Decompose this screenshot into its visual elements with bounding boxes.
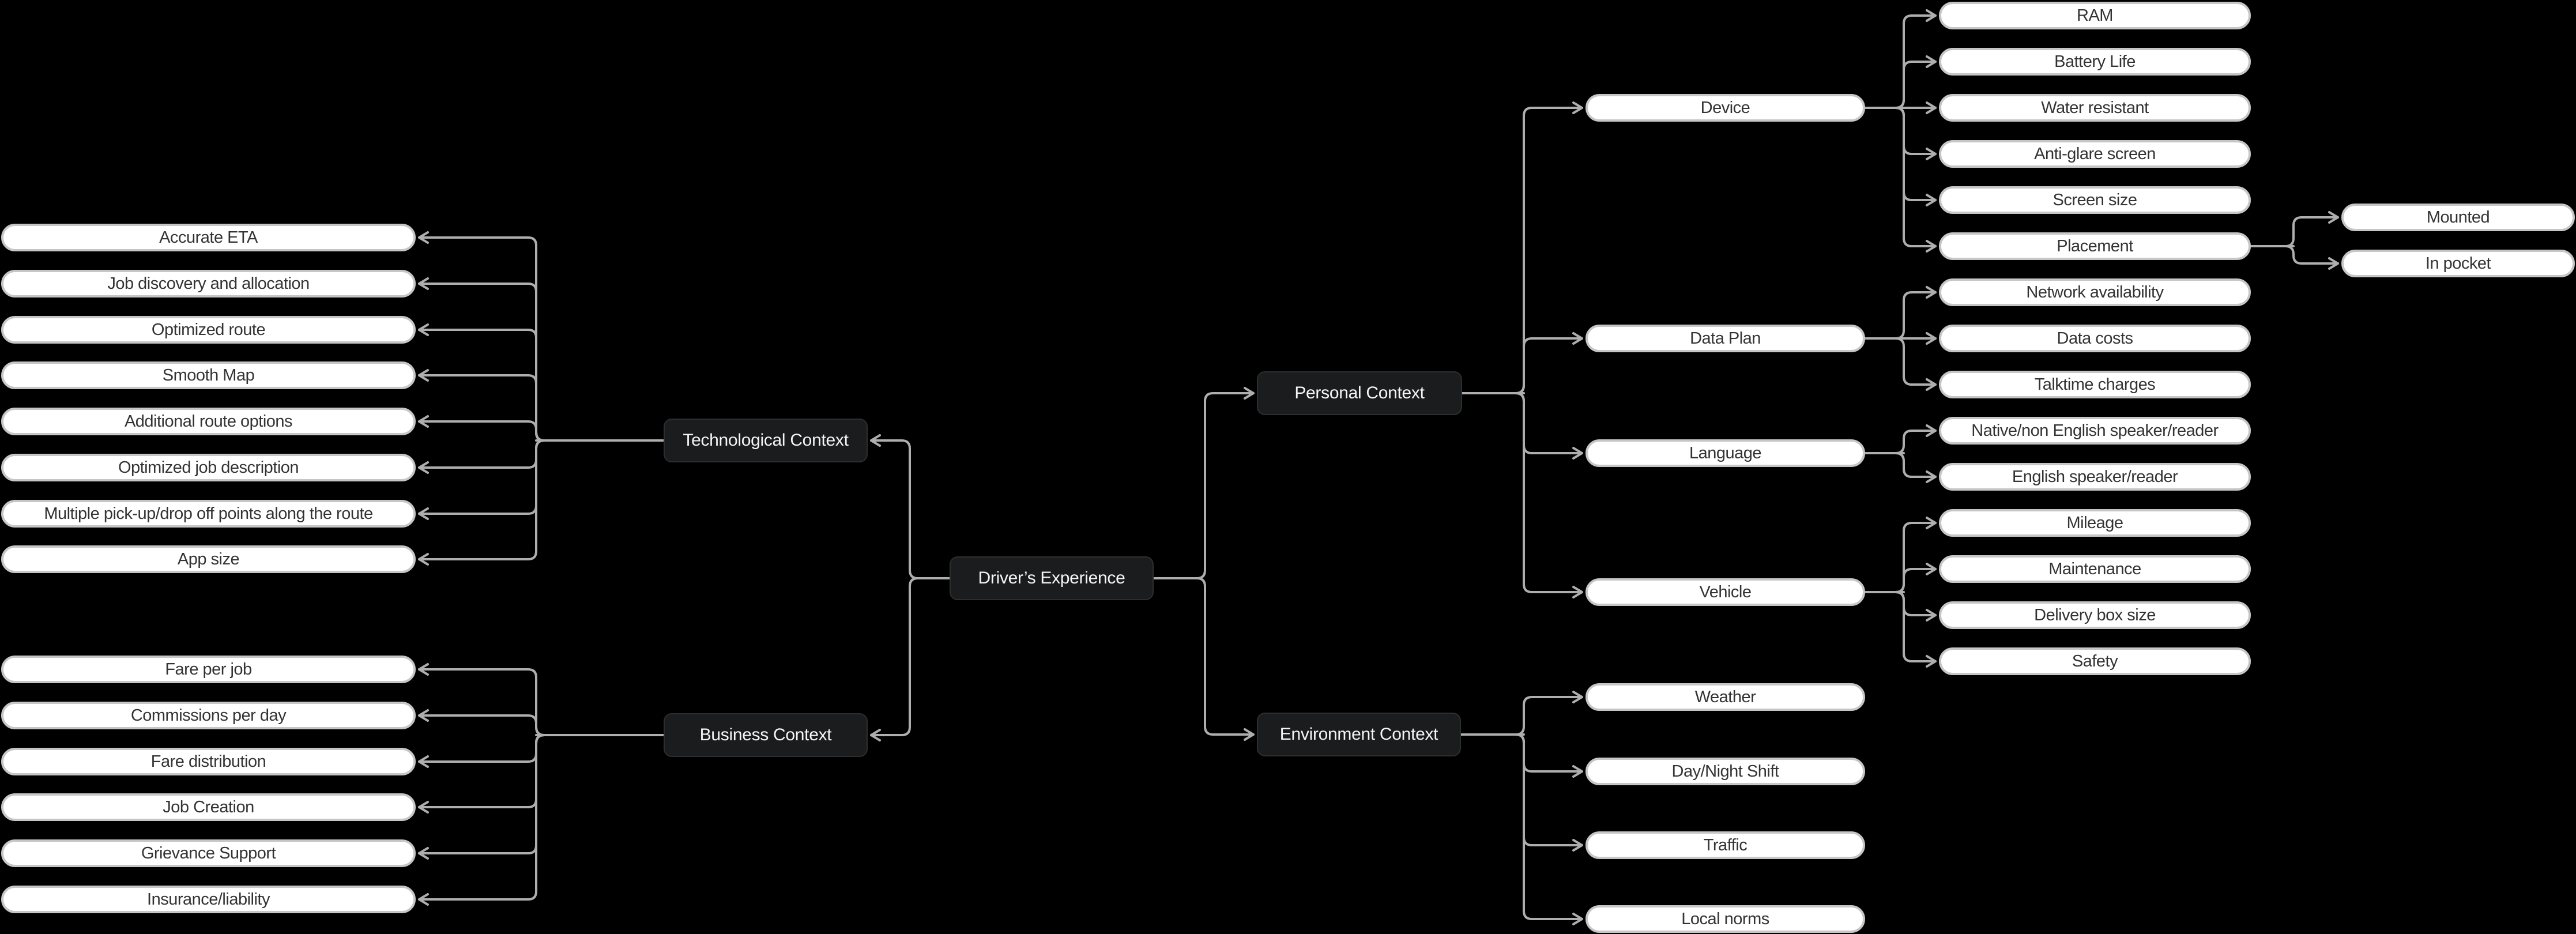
node-job-discovery-and-allocation[interactable]: Job discovery and allocation (1, 270, 416, 297)
node-data-plan[interactable]: Data Plan (1585, 325, 1865, 352)
edges-environment-context (1460, 691, 1583, 925)
node-language[interactable]: Language (1585, 439, 1865, 467)
node-insurance-liability[interactable]: Insurance/liability (1, 886, 416, 913)
node-traffic[interactable]: Traffic (1585, 831, 1865, 859)
node-accurate-eta[interactable]: Accurate ETA (1, 224, 416, 251)
node-placement[interactable]: Placement (1939, 232, 2251, 260)
node-english-speaker-reader[interactable]: English speaker/reader (1939, 463, 2251, 491)
node-personal-context[interactable]: Personal Context (1257, 371, 1462, 415)
edges-language (1864, 424, 1937, 483)
edges-placement (2250, 211, 2339, 270)
node-weather[interactable]: Weather (1585, 683, 1865, 711)
node-network-availability[interactable]: Network availability (1939, 278, 2251, 306)
node-smooth-map[interactable]: Smooth Map (1, 361, 416, 389)
node-job-creation[interactable]: Job Creation (1, 793, 416, 821)
node-business-context[interactable]: Business Context (664, 713, 868, 757)
node-mounted[interactable]: Mounted (2341, 204, 2575, 231)
node-safety[interactable]: Safety (1939, 647, 2251, 675)
node-mileage[interactable]: Mileage (1939, 509, 2251, 537)
node-ram[interactable]: RAM (1939, 2, 2251, 29)
node-battery-life[interactable]: Battery Life (1939, 48, 2251, 76)
node-additional-route-options[interactable]: Additional route options (1, 408, 416, 435)
edges-technological-context (418, 231, 665, 566)
edges-personal-context (1461, 101, 1583, 598)
node-optimized-route[interactable]: Optimized route (1, 316, 416, 344)
node-device[interactable]: Device (1585, 94, 1865, 122)
node-multiple-pickup-drop-off-points[interactable]: Multiple pick-up/drop off points along t… (1, 500, 416, 528)
node-delivery-box-size[interactable]: Delivery box size (1939, 601, 2251, 629)
node-native-non-english-speaker-reader[interactable]: Native/non English speaker/reader (1939, 417, 2251, 445)
node-vehicle[interactable]: Vehicle (1585, 578, 1865, 606)
node-talktime-charges[interactable]: Talktime charges (1939, 371, 2251, 398)
node-optimized-job-description[interactable]: Optimized job description (1, 454, 416, 481)
node-fare-per-job[interactable]: Fare per job (1, 656, 416, 683)
node-environment-context[interactable]: Environment Context (1257, 713, 1461, 756)
edges-root-to-contexts (870, 387, 1255, 741)
node-fare-distribution[interactable]: Fare distribution (1, 748, 416, 775)
node-anti-glare-screen[interactable]: Anti-glare screen (1939, 140, 2251, 168)
node-in-pocket[interactable]: In pocket (2341, 250, 2575, 277)
node-local-norms[interactable]: Local norms (1585, 905, 1865, 933)
edges-business-context (418, 663, 665, 906)
node-drivers-experience[interactable]: Driver’s Experience (950, 556, 1154, 600)
node-maintenance[interactable]: Maintenance (1939, 555, 2251, 583)
node-commissions-per-day[interactable]: Commissions per day (1, 702, 416, 729)
edges-data-plan (1864, 286, 1937, 391)
edges-vehicle (1864, 517, 1937, 668)
node-water-resistant[interactable]: Water resistant (1939, 94, 2251, 122)
node-technological-context[interactable]: Technological Context (664, 419, 868, 462)
node-data-costs[interactable]: Data costs (1939, 325, 2251, 352)
node-app-size[interactable]: App size (1, 545, 416, 573)
edges-device (1864, 9, 1937, 253)
node-grievance-support[interactable]: Grievance Support (1, 839, 416, 867)
node-screen-size[interactable]: Screen size (1939, 186, 2251, 214)
node-day-night-shift[interactable]: Day/Night Shift (1585, 758, 1865, 785)
